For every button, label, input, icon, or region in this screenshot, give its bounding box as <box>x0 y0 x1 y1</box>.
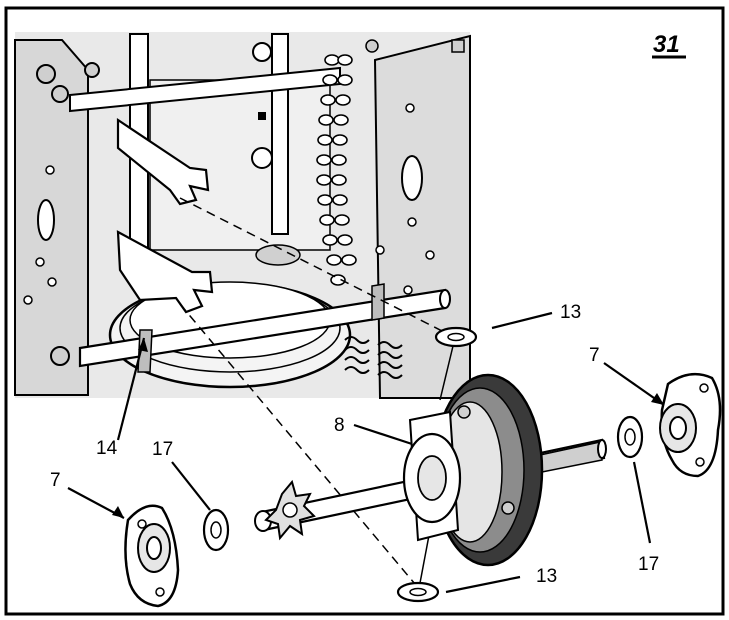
callout-8: 8 <box>334 415 345 436</box>
washer-17-right <box>616 415 644 459</box>
star-sprocket <box>264 479 316 541</box>
lower-rod <box>78 283 451 373</box>
friction-wheel-8 <box>402 373 544 567</box>
callout-7-left: 7 <box>50 470 61 491</box>
callout-7-right: 7 <box>589 345 600 366</box>
callout-13-top: 13 <box>560 302 581 323</box>
callout-17-right: 17 <box>638 554 659 575</box>
fork-bracket-lower <box>116 230 214 314</box>
callout-17-left: 17 <box>152 439 173 460</box>
washer-17-left <box>202 508 230 552</box>
bearing-flange-7-right <box>659 372 722 478</box>
bearing-flange-7-left <box>124 504 180 608</box>
springs <box>344 336 403 379</box>
leader-arrowheads <box>112 338 664 518</box>
callout-14: 14 <box>96 438 118 459</box>
callout-13-bottom: 13 <box>536 566 557 587</box>
drive-chain <box>316 54 357 286</box>
figure-number: 31 <box>653 31 680 58</box>
washer-13-bottom <box>396 529 440 603</box>
washer-13-top <box>434 326 478 401</box>
assembly-guide-lines <box>179 197 451 591</box>
fork-bracket-upper <box>116 117 210 206</box>
